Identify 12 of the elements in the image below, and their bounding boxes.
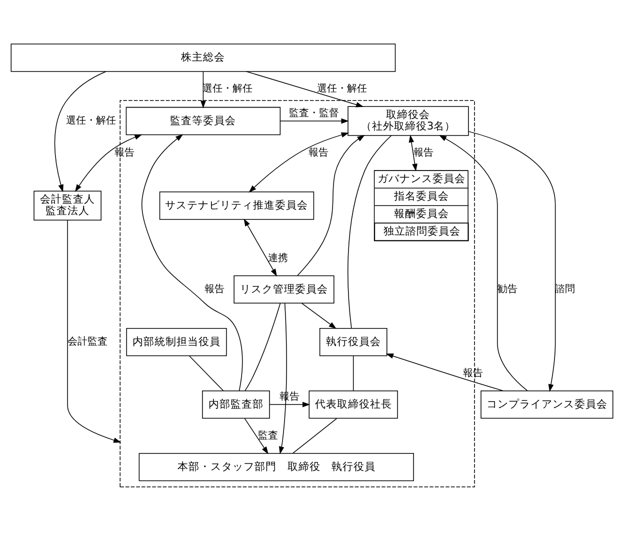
edge-label: 連携: [268, 252, 288, 264]
edge-label: 監査・監督: [289, 107, 340, 118]
edge-label: 報告: [308, 147, 328, 158]
edge-label: 報告: [463, 367, 484, 378]
edge-label: 選任・解任: [316, 83, 367, 94]
edge-label: 勧告: [497, 284, 518, 295]
edge-label: 監査: [258, 430, 278, 441]
edge-label: 選任・解任: [202, 83, 253, 94]
edge-label: 報告: [204, 284, 225, 295]
edge-label: 選任・解任: [66, 115, 116, 126]
edge-label: 諮問: [555, 284, 576, 295]
edge-label: 報告: [413, 147, 434, 158]
